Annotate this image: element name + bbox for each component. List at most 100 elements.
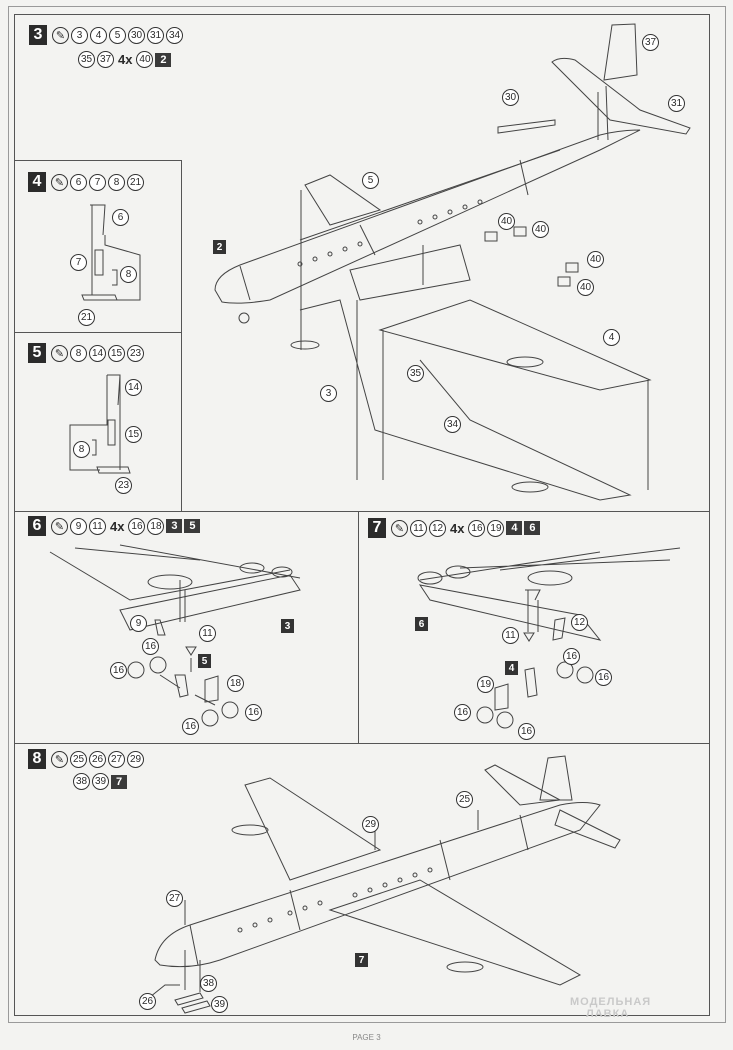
part-number: 19 — [487, 519, 505, 537]
panel-step-7 — [359, 511, 710, 743]
part-callout: 19 — [477, 676, 494, 693]
glue-tube-icon: ✎ — [51, 750, 68, 768]
page-outer-border — [8, 6, 726, 1023]
watermark: МОДЕЛЬНАЯ ЛАВКА — [570, 996, 651, 1020]
step-number: 7 — [368, 518, 386, 538]
quantity-label: 4x — [110, 518, 125, 534]
part-callout: 8 — [120, 266, 137, 283]
part-number: 12 — [429, 519, 446, 537]
step-6-header: 6 ✎ 9 11 4x 16 18 3 5 — [28, 516, 201, 536]
step-7-header: 7 ✎ 11 12 4x 16 19 4 6 — [368, 518, 541, 538]
page-number: PAGE 3 — [352, 1033, 381, 1042]
part-callout: 27 — [166, 890, 183, 907]
step-number: 4 — [28, 172, 46, 192]
part-number: 35 — [78, 51, 95, 68]
part-number: 27 — [108, 750, 125, 768]
part-number: 25 — [70, 750, 87, 768]
quantity-label: 4x — [118, 52, 133, 67]
quantity-label: 4x — [450, 520, 465, 536]
part-callout: 26 — [139, 993, 156, 1010]
part-callout: 37 — [642, 34, 659, 51]
glue-tube-icon: ✎ — [51, 344, 68, 362]
part-callout: 16 — [110, 662, 127, 679]
watermark-line: МОДЕЛЬНАЯ — [570, 996, 652, 1008]
glue-tube-icon: ✎ — [52, 26, 69, 44]
step-reference: 4 — [506, 521, 523, 535]
part-number: 37 — [97, 51, 114, 68]
part-callout: 23 — [115, 477, 132, 494]
part-number: 30 — [128, 26, 145, 44]
part-number: 11 — [89, 517, 106, 535]
part-callout: 6 — [112, 209, 129, 226]
part-number: 8 — [70, 344, 87, 362]
part-callout: 16 — [182, 718, 199, 735]
part-callout: 4 — [603, 329, 620, 346]
panel-step-5 — [14, 332, 182, 512]
part-callout: 5 — [362, 172, 379, 189]
part-callout: 15 — [125, 426, 142, 443]
part-callout: 21 — [78, 309, 95, 326]
part-callout: 16 — [518, 723, 535, 740]
part-number: 26 — [89, 750, 106, 768]
part-callout: 9 — [130, 615, 147, 632]
part-callout: 31 — [668, 95, 685, 112]
step-8-header-row2: 38 39 7 — [73, 773, 127, 790]
step-number: 6 — [28, 516, 46, 536]
part-callout: 40 — [532, 221, 549, 238]
part-callout: 39 — [211, 996, 228, 1013]
part-number: 29 — [127, 750, 144, 768]
part-number: 14 — [89, 344, 106, 362]
step-5-header: 5 ✎ 8 14 15 23 — [28, 343, 144, 363]
panel-step-6 — [14, 511, 359, 743]
part-callout: 16 — [142, 638, 159, 655]
part-number: 6 — [70, 173, 87, 191]
part-callout: 3 — [320, 385, 337, 402]
glue-tube-icon: ✎ — [391, 519, 408, 537]
part-number: 39 — [92, 773, 109, 790]
part-number: 8 — [108, 173, 125, 191]
glue-tube-icon: ✎ — [51, 173, 68, 191]
part-number: 34 — [166, 26, 183, 44]
step-reference-badge: 5 — [198, 654, 211, 668]
part-callout: 34 — [444, 416, 461, 433]
part-callout: 16 — [595, 669, 612, 686]
part-number: 9 — [70, 517, 87, 535]
watermark-line: ЛАВКА — [586, 1008, 630, 1020]
part-callout: 29 — [362, 816, 379, 833]
step-reference-badge: 3 — [281, 619, 294, 633]
step-number: 3 — [29, 25, 47, 45]
step-reference-badge: 6 — [415, 617, 428, 631]
part-number: 21 — [127, 173, 144, 191]
part-number: 16 — [468, 519, 486, 537]
part-callout: 11 — [502, 627, 519, 644]
panel-step-8 — [14, 743, 710, 1016]
part-callout: 7 — [70, 254, 87, 271]
part-number: 16 — [128, 517, 146, 535]
step-reference-badge: 7 — [355, 953, 368, 967]
part-callout: 40 — [587, 251, 604, 268]
part-number: 40 — [136, 51, 154, 68]
step-reference: 3 — [166, 519, 183, 533]
step-reference-badge: 2 — [213, 240, 226, 254]
part-number: 15 — [108, 344, 125, 362]
panel-step-4 — [14, 160, 182, 332]
part-number: 3 — [71, 26, 88, 44]
part-number: 18 — [147, 517, 165, 535]
part-callout: 35 — [407, 365, 424, 382]
part-number: 23 — [127, 344, 144, 362]
step-reference-badge: 4 — [505, 661, 518, 675]
step-reference: 5 — [184, 519, 201, 533]
part-callout: 38 — [200, 975, 217, 992]
step-number: 8 — [28, 749, 46, 769]
part-callout: 8 — [73, 441, 90, 458]
step-4-header: 4 ✎ 6 7 8 21 — [28, 172, 144, 192]
part-callout: 18 — [227, 675, 244, 692]
glue-tube-icon: ✎ — [51, 517, 68, 535]
part-callout: 16 — [454, 704, 471, 721]
